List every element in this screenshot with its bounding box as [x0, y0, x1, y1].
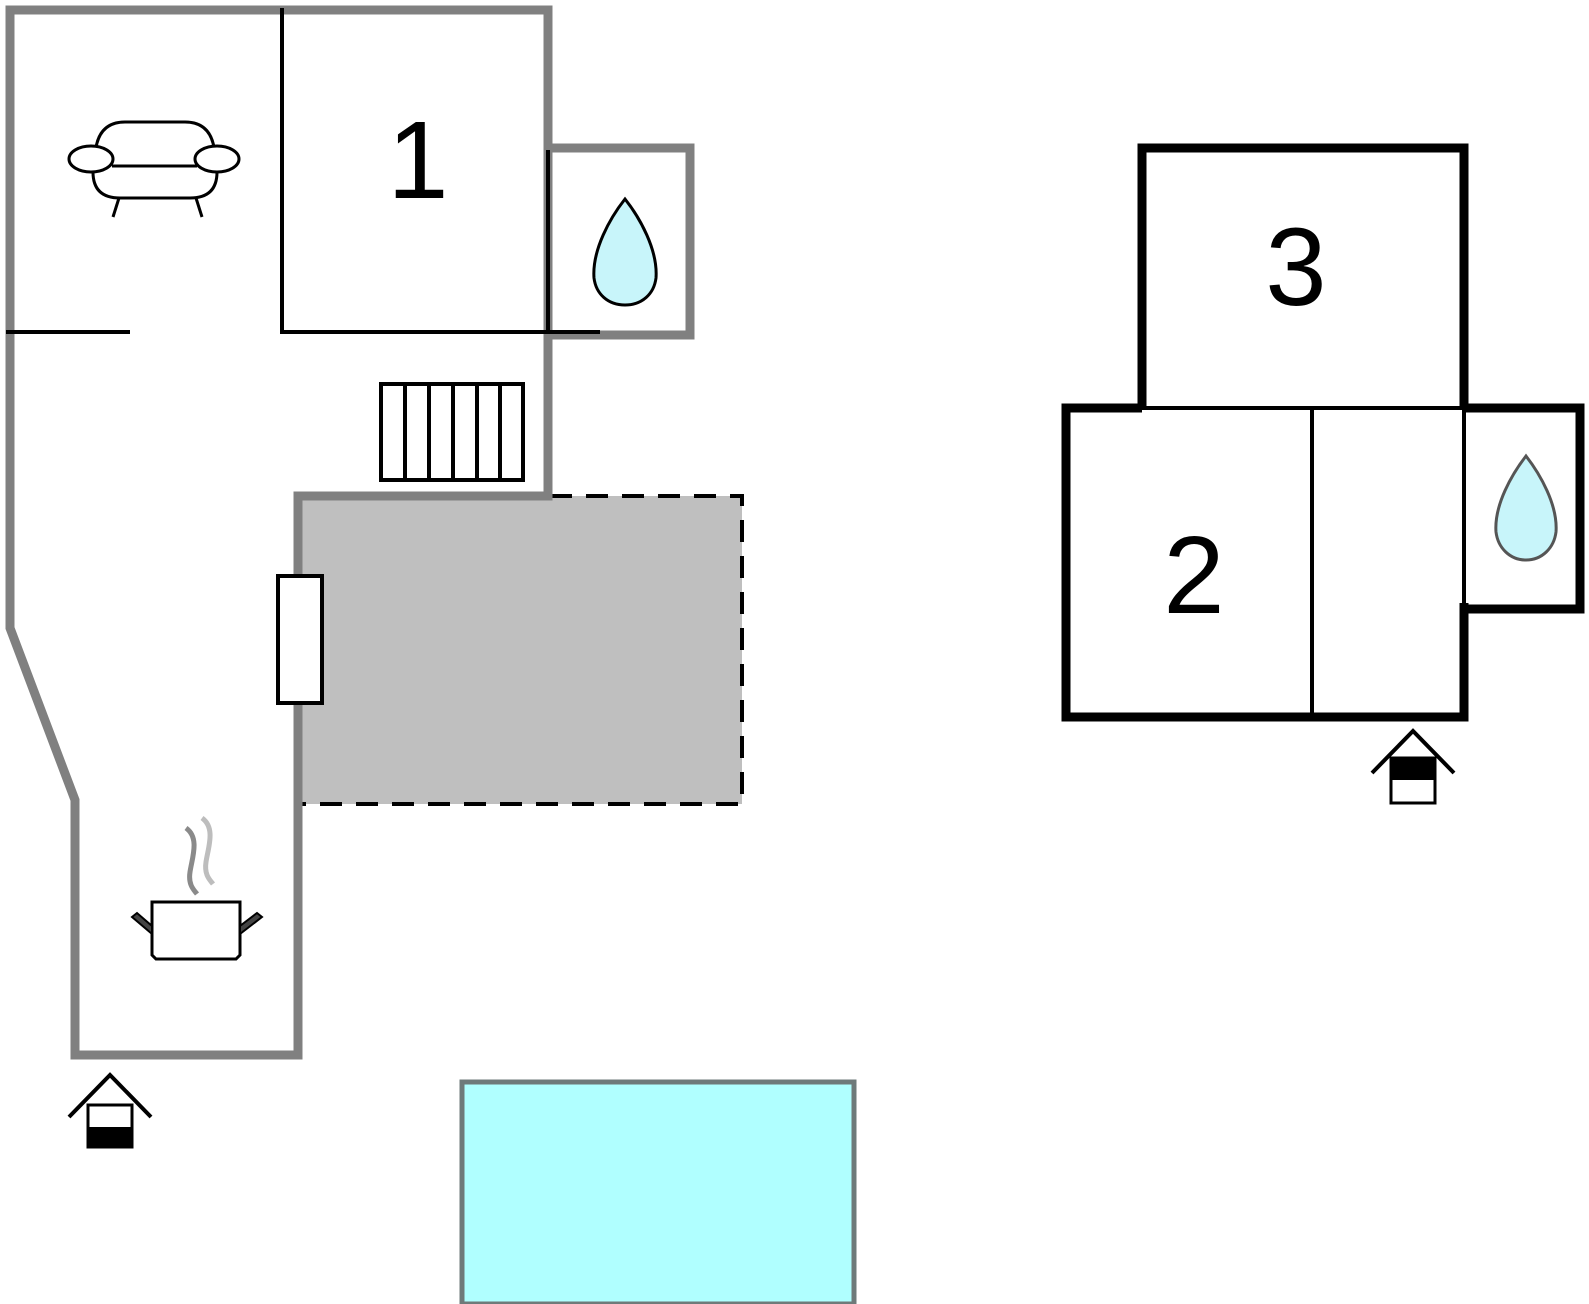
bathroom-1-wall — [548, 143, 695, 340]
room-label-3: 3 — [1265, 206, 1326, 329]
annex-entrance-house-icon — [1370, 728, 1456, 805]
room-label-2: 2 — [1163, 514, 1224, 637]
entrance-house-icon — [67, 1072, 153, 1149]
window — [276, 574, 324, 705]
annex-outer-wall — [1061, 403, 1469, 722]
bathroom-2-wall — [1464, 403, 1585, 614]
sofa-icon — [67, 120, 241, 218]
bedroom-3-wall — [1137, 143, 1469, 408]
kitchen-pot-icon — [130, 815, 264, 961]
annex-building: 2 3 — [1061, 143, 1585, 805]
bathroom-water-drop-icon — [592, 196, 658, 307]
room-label-1: 1 — [387, 99, 448, 222]
terrace — [298, 496, 742, 804]
stairs-icon — [379, 382, 525, 482]
bedroom-1-wall — [280, 8, 600, 334]
main-building: 1 — [5, 5, 744, 1149]
annex-water-drop-icon — [1494, 453, 1558, 562]
pool — [459, 1079, 857, 1304]
